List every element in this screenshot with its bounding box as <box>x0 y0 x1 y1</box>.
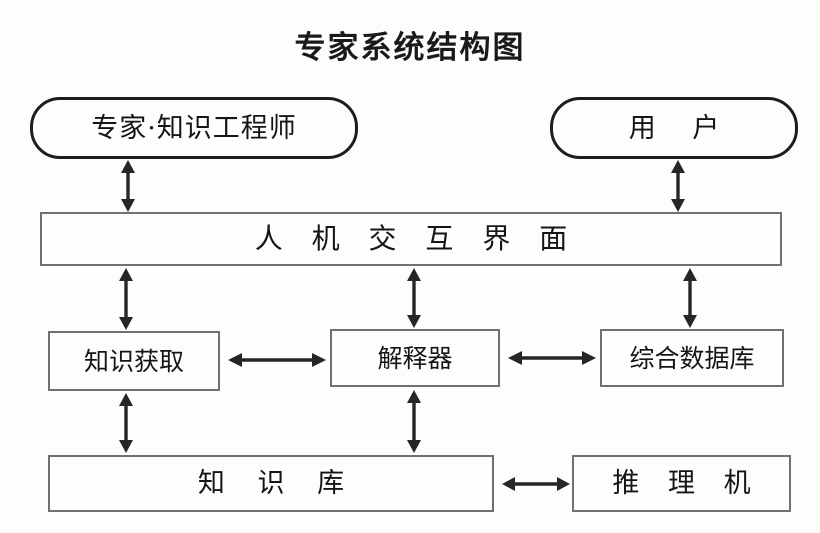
arrow-acquisition-to-knowledge-base <box>114 393 138 453</box>
node-inference-engine-label: 推 理 机 <box>612 468 761 499</box>
arrow-interface-to-interpreter <box>402 268 426 328</box>
node-expert-label: 专家·知识工程师 <box>91 112 297 144</box>
node-database-label: 综合数据库 <box>629 343 755 373</box>
arrow-interface-to-database <box>678 268 702 328</box>
node-user-label: 用 户 <box>628 112 734 144</box>
node-user[interactable]: 用 户 <box>550 97 798 159</box>
arrow-knowledge-base-to-inference-engine <box>502 472 570 496</box>
node-expert-knowledge-engineer[interactable]: 专家·知识工程师 <box>30 97 358 159</box>
arrow-interpreter-to-knowledge-base <box>402 390 426 453</box>
arrow-acquisition-to-interpreter <box>228 348 326 372</box>
arrow-interpreter-to-database <box>508 346 596 370</box>
node-inference-engine[interactable]: 推 理 机 <box>572 455 791 512</box>
arrow-expert-to-interface <box>116 160 140 212</box>
page-title: 专家系统结构图 <box>294 30 526 66</box>
node-interpreter-label: 解释器 <box>377 343 453 373</box>
node-interface-label: 人 机 交 互 界 面 <box>254 222 578 255</box>
arrow-user-to-interface <box>666 160 690 212</box>
node-comprehensive-database[interactable]: 综合数据库 <box>600 329 784 387</box>
node-knowledge-base-label: 知 识 库 <box>197 468 357 499</box>
node-acquisition-label: 知识获取 <box>83 346 184 376</box>
node-knowledge-acquisition[interactable]: 知识获取 <box>48 331 220 391</box>
node-knowledge-base[interactable]: 知 识 库 <box>48 455 494 512</box>
node-interpreter[interactable]: 解释器 <box>330 329 500 387</box>
node-human-computer-interface[interactable]: 人 机 交 互 界 面 <box>40 212 782 266</box>
arrow-interface-to-acquisition <box>114 268 138 330</box>
